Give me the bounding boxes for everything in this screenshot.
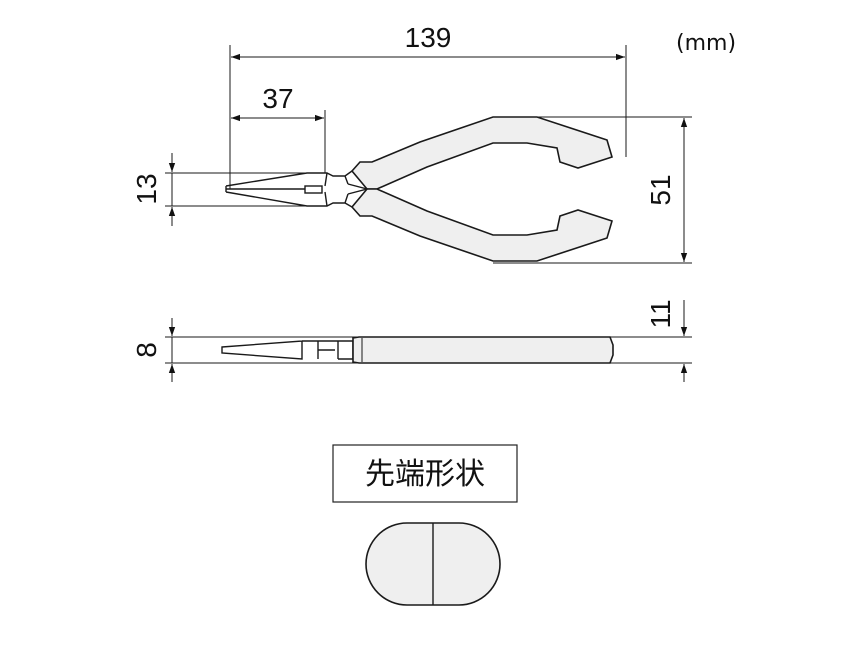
svg-text:51: 51: [645, 174, 676, 205]
pliers-side-view: 8 11: [131, 299, 692, 382]
dim-overall-length: 139: [229, 22, 627, 189]
dim-jaw-thickness: 8: [131, 342, 162, 358]
svg-text:37: 37: [262, 83, 293, 114]
dim-handle-thickness: 11: [645, 299, 676, 328]
jaws: [225, 170, 370, 208]
lower-handle: [350, 188, 613, 262]
dim-jaw-width: 13: [131, 153, 307, 226]
pliers-top-view: [225, 116, 613, 262]
tip-shape-label: 先端形状: [365, 457, 485, 492]
side-handle: [352, 336, 614, 364]
unit-label: (mm): [676, 31, 736, 56]
tip-shape-label-box: [332, 444, 518, 503]
upper-handle: [350, 116, 613, 190]
pivot-pin: [304, 185, 323, 194]
dim-jaw-length: 37: [231, 83, 326, 173]
dim-handle-span: 51: [493, 116, 692, 264]
svg-text:139: 139: [405, 22, 452, 53]
svg-text:13: 13: [131, 173, 162, 204]
